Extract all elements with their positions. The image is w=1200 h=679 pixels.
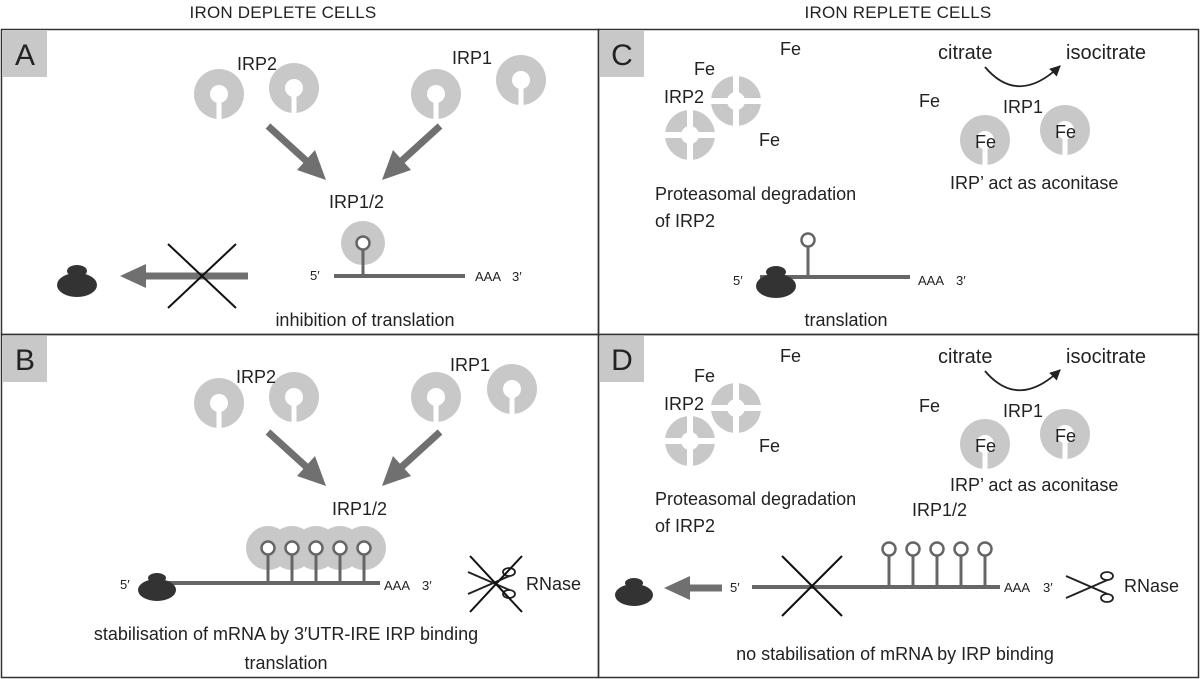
scissors-icon bbox=[1065, 571, 1114, 603]
aconitase-caption: IRP’ act as aconitase bbox=[950, 173, 1118, 193]
irp2-label: IRP2 bbox=[664, 87, 704, 107]
degradation-caption-1: Proteasomal degradation bbox=[655, 184, 856, 204]
converging-arrows bbox=[265, 123, 443, 180]
caption-line-1: stabilisation of mRNA by 3′UTR-IRE IRP b… bbox=[94, 624, 478, 644]
mrna-strand bbox=[752, 541, 1000, 617]
citrate-label: citrate bbox=[938, 346, 992, 368]
header-left: IRON DEPLETE CELLS bbox=[190, 3, 377, 22]
panel-a: A IRP2 IRP1 IRP1/2 bbox=[3, 31, 546, 330]
three-prime: 3′ bbox=[956, 273, 966, 288]
irp1-proteins bbox=[411, 55, 546, 121]
header-right: IRON REPLETE CELLS bbox=[805, 3, 992, 22]
fe-label: Fe bbox=[780, 39, 801, 59]
irp2-proteins bbox=[194, 63, 319, 121]
irp2-label: IRP2 bbox=[664, 394, 704, 414]
three-prime: 3′ bbox=[512, 269, 522, 284]
citrate-label: citrate bbox=[938, 42, 992, 64]
conversion-arrow bbox=[984, 65, 1061, 88]
degraded-irp2 bbox=[664, 382, 762, 467]
aaa-label: AAA bbox=[1004, 580, 1030, 595]
irp1-label: IRP1 bbox=[1003, 97, 1043, 117]
rnase-label: RNase bbox=[1124, 576, 1179, 596]
panel-c-letter: C bbox=[611, 39, 633, 72]
irp1-with-fe bbox=[960, 105, 1090, 167]
ribosome bbox=[138, 573, 176, 601]
irp2-proteins bbox=[194, 372, 319, 430]
panel-d-label-box bbox=[600, 336, 644, 382]
irp1-with-fe bbox=[960, 409, 1090, 471]
irp2-label: IRP2 bbox=[237, 54, 277, 74]
ribosome bbox=[57, 265, 97, 297]
caption-line-2: translation bbox=[244, 653, 327, 673]
irp1-label: IRP1 bbox=[452, 48, 492, 68]
isocitrate-label: isocitrate bbox=[1066, 346, 1146, 368]
caption: translation bbox=[804, 310, 887, 330]
irp1-proteins bbox=[411, 364, 537, 424]
irp12-label: IRP1/2 bbox=[912, 500, 967, 520]
irp12-label: IRP1/2 bbox=[329, 192, 384, 212]
five-prime: 5′ bbox=[310, 268, 320, 283]
degradation-caption-2: of IRP2 bbox=[655, 516, 715, 536]
irp1-label: IRP1 bbox=[450, 355, 490, 375]
isocitrate-label: isocitrate bbox=[1066, 42, 1146, 64]
panel-c: C Fe Fe Fe Fe IRP2 citrate isocitrate IR… bbox=[600, 31, 1146, 330]
rnase-label: RNase bbox=[526, 574, 581, 594]
five-prime: 5′ bbox=[733, 273, 743, 288]
blocked-arrow bbox=[120, 243, 248, 309]
irp1-label: IRP1 bbox=[1003, 401, 1043, 421]
fe-label: Fe bbox=[919, 91, 940, 111]
irp2-label: IRP2 bbox=[236, 367, 276, 387]
ribosome-arrow bbox=[664, 576, 722, 600]
fe-bound-label: Fe bbox=[975, 132, 996, 152]
aaa-label: AAA bbox=[384, 578, 410, 593]
ribosome bbox=[756, 266, 796, 298]
panel-d: D Fe Fe Fe Fe IRP2 citrate isocitrate IR… bbox=[600, 336, 1179, 664]
panel-a-label-box bbox=[3, 31, 47, 77]
panel-b-label-box bbox=[3, 336, 47, 382]
fe-label: Fe bbox=[759, 436, 780, 456]
five-prime: 5′ bbox=[120, 577, 130, 592]
converging-arrows bbox=[265, 429, 443, 486]
caption: no stabilisation of mRNA by IRP binding bbox=[736, 644, 1054, 664]
conversion-arrow bbox=[984, 369, 1061, 392]
aaa-label: AAA bbox=[918, 273, 944, 288]
fe-bound-label: Fe bbox=[1055, 426, 1076, 446]
aconitase-caption: IRP’ act as aconitase bbox=[950, 475, 1118, 495]
mrna-strand bbox=[150, 540, 380, 585]
panel-d-border bbox=[597, 333, 1200, 679]
fe-label: Fe bbox=[919, 396, 940, 416]
three-prime: 3′ bbox=[422, 578, 432, 593]
degradation-caption-1: Proteasomal degradation bbox=[655, 489, 856, 509]
degradation-caption-2: of IRP2 bbox=[655, 211, 715, 231]
panel-c-label-box bbox=[600, 31, 644, 77]
fe-bound-label: Fe bbox=[975, 436, 996, 456]
crossed-scissors-icon bbox=[467, 555, 523, 613]
fe-label: Fe bbox=[694, 366, 715, 386]
irp12-label: IRP1/2 bbox=[332, 499, 387, 519]
aaa-label: AAA bbox=[475, 269, 501, 284]
panel-a-letter: A bbox=[15, 39, 35, 72]
fe-bound-label: Fe bbox=[1055, 122, 1076, 142]
mrna-strand bbox=[334, 235, 465, 278]
three-prime: 3′ bbox=[1043, 580, 1053, 595]
caption: inhibition of translation bbox=[275, 310, 454, 330]
fe-label: Fe bbox=[780, 346, 801, 366]
five-prime: 5′ bbox=[730, 580, 740, 595]
panel-d-letter: D bbox=[611, 344, 633, 377]
fe-label: Fe bbox=[759, 130, 780, 150]
panel-b-letter: B bbox=[15, 344, 35, 377]
panel-b: B IRP2 IRP1 IRP1/2 bbox=[3, 336, 581, 673]
fe-label: Fe bbox=[694, 59, 715, 79]
released-ribosome bbox=[615, 578, 653, 606]
degraded-irp2 bbox=[664, 75, 762, 161]
